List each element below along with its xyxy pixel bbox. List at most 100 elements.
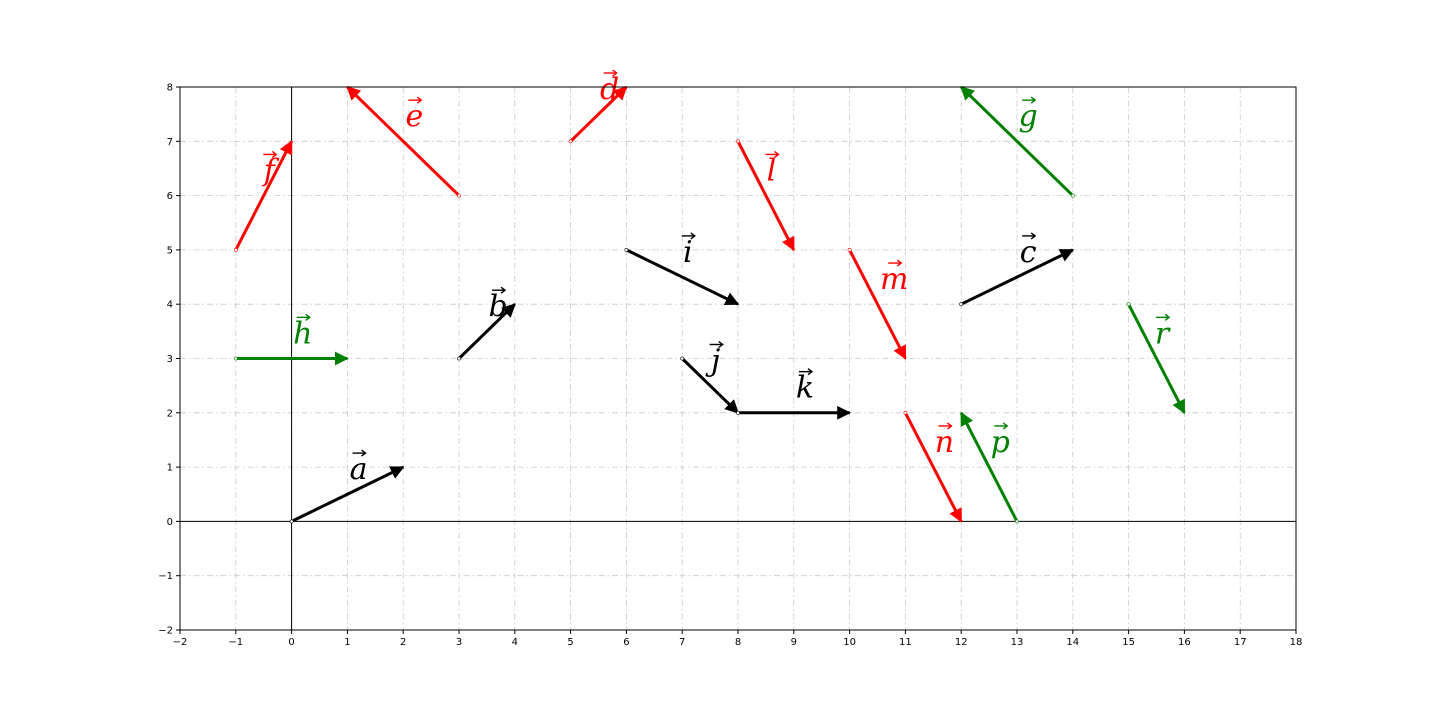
vector-label-p: p bbox=[991, 422, 1010, 460]
x-tick-label: 2 bbox=[400, 637, 406, 648]
vector-c-tail bbox=[959, 302, 964, 307]
vector-n-tail bbox=[903, 410, 908, 415]
x-tick-label: 6 bbox=[623, 637, 629, 648]
vector-i bbox=[624, 247, 740, 306]
vector-label-n-text: n bbox=[935, 425, 954, 460]
vector-label-i-overarrow-head bbox=[690, 232, 696, 240]
vector-label-e-text: e bbox=[405, 99, 423, 134]
vector-label-b-text: b bbox=[488, 289, 507, 324]
vector-l bbox=[736, 139, 796, 252]
vector-k bbox=[736, 405, 851, 420]
x-tick-label: −2 bbox=[173, 637, 188, 648]
x-tick-label: −1 bbox=[228, 637, 243, 648]
vector-h bbox=[233, 351, 349, 366]
vector-label-c-text: c bbox=[1020, 235, 1037, 270]
y-tick-label: 3 bbox=[167, 354, 173, 365]
vector-label-f-overarrow-head bbox=[271, 150, 278, 159]
vector-label-m-text: m bbox=[880, 262, 908, 297]
vector-l-arrow bbox=[736, 140, 796, 252]
vector-label-d-overarrow-head bbox=[612, 69, 618, 77]
vector-j-tail bbox=[680, 356, 685, 361]
vector-c bbox=[959, 248, 1075, 307]
vector-b-arrow bbox=[457, 303, 516, 360]
vector-label-g: g bbox=[1019, 96, 1038, 134]
vector-d-tail bbox=[568, 139, 573, 144]
vector-label-i: i bbox=[681, 232, 696, 270]
vector-p-arrow bbox=[959, 411, 1019, 523]
vector-k-tail bbox=[736, 410, 740, 415]
y-tick-label: 0 bbox=[167, 517, 173, 528]
y-tick-label: 2 bbox=[167, 408, 173, 419]
vector-i-arrow bbox=[625, 248, 740, 306]
x-tick-label: 3 bbox=[456, 637, 462, 648]
vector-label-l-overarrow-head bbox=[774, 150, 780, 159]
y-tick-label: 7 bbox=[167, 137, 173, 148]
vector-label-n-overarrow-head bbox=[947, 422, 953, 430]
vector-label-m: m bbox=[880, 259, 908, 297]
vector-label-a-text: a bbox=[350, 452, 368, 487]
y-tick-label: 4 bbox=[167, 300, 173, 311]
vector-label-l-text: l bbox=[767, 153, 777, 188]
vector-label-d-text: d bbox=[600, 72, 619, 107]
vector-e bbox=[346, 85, 461, 198]
x-tick-label: 7 bbox=[679, 637, 685, 648]
vector-a-tail bbox=[289, 519, 294, 524]
x-tick-label: 5 bbox=[567, 637, 573, 648]
vector-b-tail bbox=[457, 356, 461, 361]
vector-label-m-overarrow-head bbox=[896, 259, 903, 267]
plot-frame bbox=[179, 86, 1297, 631]
vectors bbox=[233, 85, 1186, 524]
vector-label-j-text: j bbox=[705, 344, 720, 379]
x-tick-label: 11 bbox=[899, 637, 912, 648]
vector-label-b: b bbox=[488, 286, 508, 324]
vector-r-tail bbox=[1126, 302, 1131, 307]
vector-label-p-text: p bbox=[991, 425, 1010, 460]
vector-g bbox=[960, 85, 1075, 198]
vector-label-c: c bbox=[1020, 232, 1037, 270]
vector-n bbox=[903, 410, 963, 523]
x-tick-label: 9 bbox=[791, 637, 797, 648]
vector-g-tail bbox=[1070, 193, 1075, 198]
vector-label-r-text: r bbox=[1155, 316, 1171, 351]
x-tick-label: 8 bbox=[735, 637, 741, 648]
vector-i-tail bbox=[624, 247, 629, 252]
vector-label-h: h bbox=[293, 313, 312, 351]
vector-label-r-overarrow-head bbox=[1164, 313, 1171, 321]
vector-r-arrow bbox=[1127, 303, 1186, 415]
vector-p-tail bbox=[1015, 519, 1019, 524]
vector-f bbox=[233, 140, 293, 252]
vector-m-tail bbox=[847, 247, 852, 252]
x-tick-label: 0 bbox=[288, 637, 294, 648]
x-tick-label: 1 bbox=[344, 637, 350, 648]
vector-b bbox=[457, 303, 516, 361]
vector-l-tail bbox=[736, 139, 740, 144]
vector-m-arrow bbox=[848, 249, 907, 360]
vector-label-h-text: h bbox=[293, 316, 312, 351]
vector-r bbox=[1126, 302, 1186, 415]
x-tick-label: 17 bbox=[1234, 637, 1247, 648]
vector-g-arrow bbox=[960, 85, 1074, 197]
x-tick-label: 4 bbox=[512, 637, 518, 648]
vector-label-k-overarrow-head bbox=[807, 368, 814, 376]
vector-p bbox=[959, 411, 1019, 524]
x-tick-label: 15 bbox=[1122, 637, 1135, 648]
vector-e-arrow bbox=[346, 85, 461, 197]
vector-e-tail bbox=[457, 193, 461, 198]
vector-label-b-overarrow-head bbox=[500, 286, 507, 294]
vector-label-a-overarrow-head bbox=[361, 449, 367, 457]
vector-label-k-text: k bbox=[796, 371, 814, 406]
vector-label-g-overarrow-head bbox=[1030, 96, 1037, 104]
vector-a-arrow bbox=[290, 465, 405, 523]
vector-label-h-overarrow-head bbox=[305, 313, 311, 321]
vector-label-e-overarrow-head bbox=[416, 96, 423, 104]
vector-label-i-text: i bbox=[683, 235, 693, 270]
x-tick-label: 13 bbox=[1011, 637, 1024, 648]
vector-label-d: d bbox=[600, 69, 619, 107]
vector-m bbox=[847, 247, 907, 360]
x-tick-label: 16 bbox=[1178, 637, 1191, 648]
vector-label-j-overarrow-head bbox=[718, 340, 724, 349]
y-tick-label: −1 bbox=[158, 571, 173, 582]
